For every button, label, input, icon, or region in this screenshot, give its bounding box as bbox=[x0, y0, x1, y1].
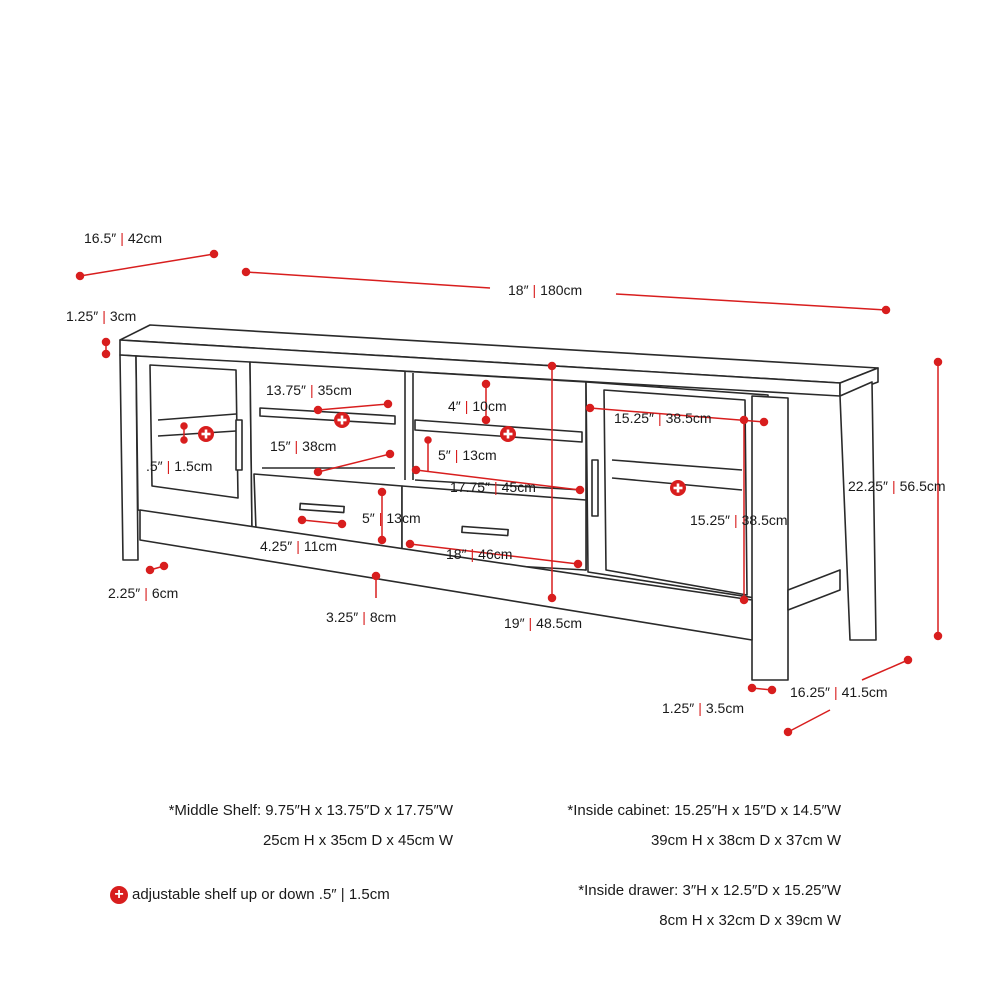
dim-total-h-label: 22.25″|56.5cm bbox=[848, 478, 946, 494]
dim-top-thick-label: 1.25″|3cm bbox=[66, 308, 137, 324]
right-door-handle bbox=[591, 459, 599, 517]
dim-left-space-label: 15″|38cm bbox=[270, 438, 337, 454]
dim-left-space-line bbox=[317, 453, 391, 473]
dim-handle-label: 4.25″|11cm bbox=[260, 538, 338, 554]
dim-cab-inner-label: 15.25″|38.5cm bbox=[614, 410, 712, 426]
center-right-shelf bbox=[414, 419, 583, 443]
dim-right-cab-label: 15.25″|38.5cm bbox=[690, 512, 788, 528]
dim-shelf-depth-label: 13.75″|35cm bbox=[266, 382, 352, 398]
bottom-rail bbox=[139, 509, 753, 641]
dim-depth-label: 16.5″|42cm bbox=[84, 230, 163, 246]
left-cabinet-glass bbox=[149, 364, 239, 499]
dim-width-label: 18″|180cm bbox=[508, 282, 583, 298]
dim-side-depth-line-a bbox=[861, 659, 909, 681]
plus-circle-icon bbox=[198, 426, 214, 442]
front-right-leg bbox=[751, 395, 789, 681]
plus-circle-icon bbox=[670, 480, 686, 496]
dim-shelf-gap-label: 4″|10cm bbox=[448, 398, 507, 414]
dim-leg-front-label: 1.25″|3.5cm bbox=[662, 700, 744, 716]
side-stretcher bbox=[787, 569, 841, 611]
tabletop-side bbox=[839, 367, 879, 397]
dim-drawer-h-label: 5″|13cm bbox=[362, 510, 421, 526]
dim-drawer-w-line bbox=[409, 543, 579, 565]
note-inside-cabinet-metric: 39cm H x 38cm D x 37cm W bbox=[650, 832, 841, 849]
plus-circle-icon bbox=[500, 426, 516, 442]
dim-width-line-b bbox=[615, 293, 887, 311]
center-left-shelf bbox=[259, 407, 396, 425]
back-right-leg bbox=[839, 381, 877, 641]
dim-base-label: 3.25″|8cm bbox=[326, 609, 397, 625]
dim-cab-inner-line bbox=[589, 407, 765, 423]
note-inside-drawer-metric: 8cm H x 32cm D x 39cm W bbox=[659, 912, 841, 929]
note-adjust-legend: adjustable shelf up or down .5″ | 1.5cm bbox=[132, 886, 390, 903]
dim-adjust-left-label: .5″|1.5cm bbox=[146, 458, 213, 474]
note-inside-drawer-imperial: *Inside drawer: 3″H x 12.5″D x 15.25″W bbox=[578, 882, 841, 899]
left-leg bbox=[119, 354, 139, 561]
dim-handle-line bbox=[301, 519, 343, 525]
drawer-left-handle bbox=[299, 502, 345, 514]
note-middle-shelf-metric: 25cm H x 35cm D x 45cm W bbox=[262, 832, 453, 849]
plus-circle-icon: + bbox=[110, 886, 128, 904]
right-cabinet-glass bbox=[603, 389, 748, 596]
left-door-handle bbox=[235, 419, 243, 471]
dim-drawer-w-label: 18″|46cm bbox=[446, 546, 513, 562]
dim-shelf-depth-line bbox=[317, 403, 389, 411]
dim-mid-open-label: 5″|13cm bbox=[438, 447, 497, 463]
dim-leg-w-label: 2.25″|6cm bbox=[108, 585, 179, 601]
left-cabinet-door bbox=[135, 355, 253, 531]
dim-side-depth-line-b bbox=[787, 709, 831, 733]
plus-circle-icon bbox=[334, 412, 350, 428]
note-middle-shelf-imperial: *Middle Shelf: 9.75″H x 13.75″D x 17.75″… bbox=[168, 802, 453, 819]
note-inside-cabinet-imperial: *Inside cabinet: 15.25″H x 15″D x 14.5″W bbox=[567, 802, 841, 819]
dim-depth-line bbox=[79, 253, 215, 277]
drawer-right-handle bbox=[461, 525, 509, 537]
dim-shelf-width-label: 17.75″|45cm bbox=[450, 479, 536, 495]
dim-side-depth-label: 16.25″|41.5cm bbox=[790, 684, 888, 700]
dim-width-line-a bbox=[245, 271, 491, 289]
dim-mid-height-label: 19″|48.5cm bbox=[504, 615, 583, 631]
